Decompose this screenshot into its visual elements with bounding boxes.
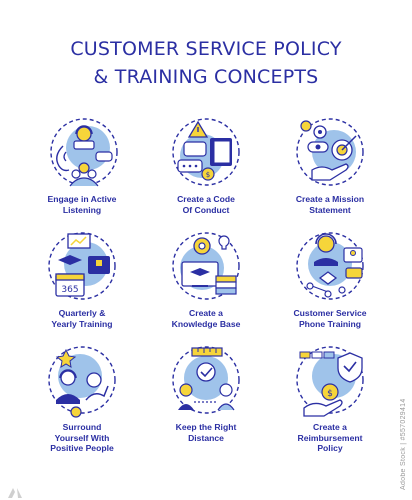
- tile-caption: Keep the Right Distance: [175, 422, 237, 443]
- tile-caption: Engage in Active Listening: [47, 194, 117, 215]
- tile-caption: Quarterly & Yearly Training: [51, 308, 113, 329]
- poster-title-line2: & TRAINING CONCEPTS: [93, 66, 319, 88]
- tile-active-listening: Engage in Active Listening: [22, 112, 142, 215]
- tile-caption: Surround Yourself With Positive People: [50, 422, 114, 453]
- knowledge-base-icon: [172, 232, 240, 300]
- tile-caption: Customer Service Phone Training: [293, 308, 367, 329]
- stock-watermark: Adobe Stock | #557029414: [400, 398, 407, 490]
- tile-mission-statement: Create a Mission Statement: [270, 112, 390, 215]
- right-distance-icon: [172, 346, 240, 414]
- tile-code-of-conduct: $ Create a Code Of Conduct: [146, 112, 266, 215]
- tile-reimbursement-policy: $ Create a Reimbursement Policy: [270, 340, 390, 454]
- tile-phone-training: Customer Service Phone Training: [270, 226, 390, 329]
- active-listening-icon: [50, 118, 118, 187]
- tile-positive-people: Surround Yourself With Positive People: [22, 340, 142, 454]
- tile-caption: Create a Code Of Conduct: [177, 194, 235, 215]
- reimbursement-policy-icon: $: [296, 346, 364, 417]
- quarterly-training-icon: 365: [48, 232, 116, 300]
- svg-text:$: $: [327, 389, 333, 399]
- tile-quarterly-training: 365 Quarterly & Yearly Training: [22, 226, 142, 329]
- calendar-number: 365: [61, 285, 78, 295]
- phone-training-icon: [296, 232, 364, 300]
- mission-statement-icon: [296, 118, 364, 186]
- tile-right-distance: Keep the Right Distance: [146, 340, 266, 443]
- poster-title-line1: CUSTOMER SERVICE POLICY: [70, 38, 342, 60]
- tile-knowledge-base: Create a Knowledge Base: [146, 226, 266, 329]
- code-of-conduct-icon: $: [172, 118, 240, 186]
- tile-caption: Create a Knowledge Base: [171, 308, 241, 329]
- positive-people-icon: [48, 346, 116, 418]
- stock-logo-icon: [8, 488, 22, 498]
- tile-caption: Create a Reimbursement Policy: [297, 422, 363, 453]
- svg-text:$: $: [206, 171, 210, 179]
- tile-caption: Create a Mission Statement: [295, 194, 365, 215]
